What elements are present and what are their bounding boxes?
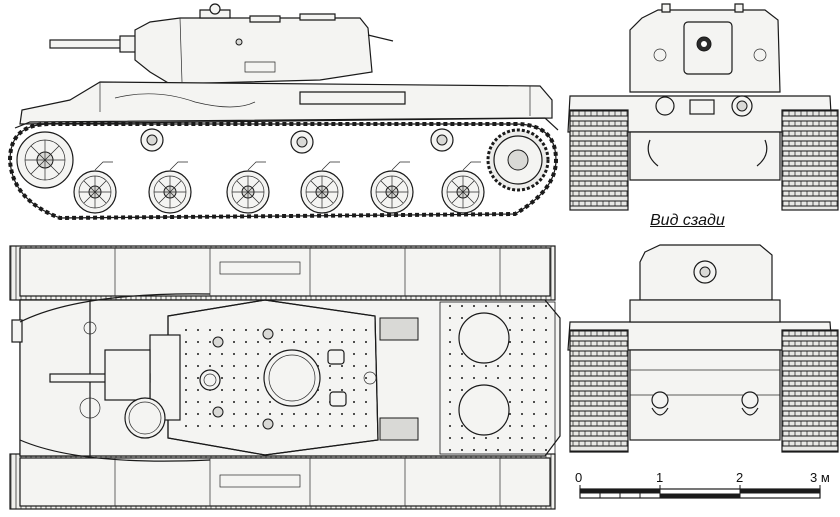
rear-left-track bbox=[569, 329, 629, 453]
front-left-track bbox=[569, 109, 629, 211]
commander-hatch bbox=[263, 349, 321, 407]
side-view bbox=[7, 3, 559, 221]
front-right-track bbox=[781, 109, 839, 211]
drive-sprocket bbox=[486, 128, 550, 192]
rear-view bbox=[567, 244, 839, 453]
gun-barrel bbox=[49, 39, 131, 49]
front-view bbox=[567, 3, 839, 211]
idler-wheel bbox=[16, 131, 74, 189]
turret-side bbox=[134, 17, 373, 85]
scale-bar bbox=[579, 485, 821, 499]
scale-tick-0: 0 bbox=[575, 470, 583, 485]
top-view bbox=[9, 245, 561, 510]
scale-tick-2: 2 bbox=[736, 470, 744, 485]
scale-tick-3: 3 м bbox=[810, 470, 830, 485]
rear-view-caption: Вид сзади bbox=[650, 212, 725, 229]
rear-right-track bbox=[781, 329, 839, 453]
scale-tick-1: 1 bbox=[656, 470, 664, 485]
hull-side bbox=[19, 81, 553, 125]
